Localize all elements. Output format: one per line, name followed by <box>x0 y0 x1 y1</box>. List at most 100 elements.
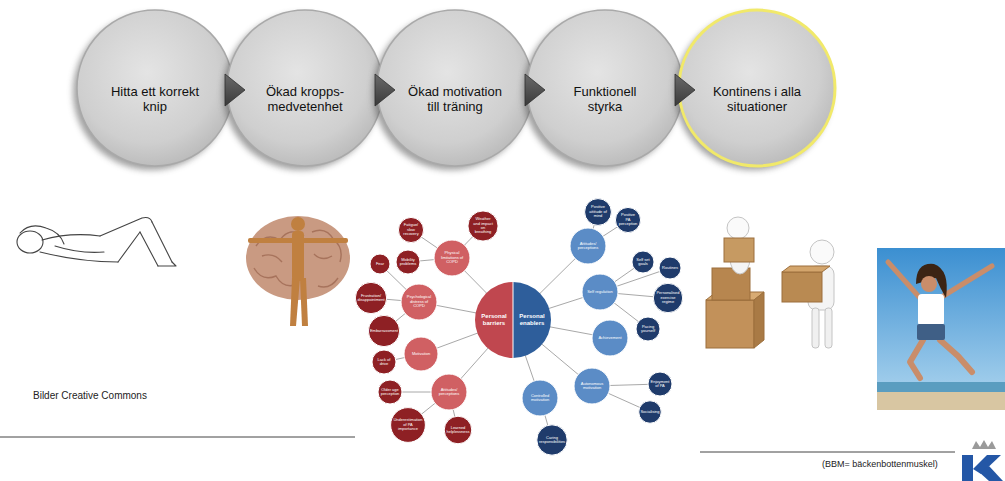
chevron-arrow <box>675 74 695 106</box>
mindmap-label: Older age perception <box>381 388 400 397</box>
hub-label: Personal barriers <box>477 313 511 327</box>
step-text-box: Kontinens i alla situationer <box>708 84 806 114</box>
mindmap-bubble <box>391 408 426 443</box>
mindmap-bubble <box>401 284 437 320</box>
mindmap-label: Achievement <box>596 336 625 340</box>
box-carriers <box>706 217 834 348</box>
hub-right-half <box>513 282 551 358</box>
mindmap-bubble <box>378 380 402 404</box>
step-text-box: Hitta ett korrekt knip <box>106 84 204 114</box>
mindmap-label: Positive PA perception <box>619 213 638 226</box>
mindmap-label: Learned helplessness <box>446 426 470 435</box>
mindmap-label: Fear <box>372 262 388 266</box>
mindmap-bubble <box>570 228 606 264</box>
mindmap-label: Routines <box>661 266 679 270</box>
mindmap-label: Self regulation <box>586 290 615 294</box>
mindmap-label: Positive attitude of mind <box>588 205 609 218</box>
lying-person <box>17 218 176 267</box>
chevron-head <box>375 74 395 106</box>
process-circle: Ökad kropps- medvetenhet <box>225 8 385 168</box>
chevron-arrow <box>375 74 395 106</box>
note-text: (BBM= bäckenbottenmuskel) <box>822 459 938 470</box>
step-text: Funktionell styrka <box>556 84 654 114</box>
circle-body <box>527 10 683 166</box>
mindmap-label: Controlled motivation <box>526 394 555 403</box>
mindmap-label: Caring responsibilities <box>539 436 566 445</box>
note-text: Bilder Creative Commons <box>33 390 147 402</box>
mindmap-bubble <box>574 368 610 404</box>
mindmap-label: Socialising <box>640 410 660 414</box>
mindmap-bubble <box>468 211 498 241</box>
mindmap-label: Psychological distress of COPD <box>405 295 434 308</box>
mindmap-label: Physical limitations of COPD <box>438 251 467 264</box>
step-text: Ökad kropps- medvetenhet <box>256 84 354 114</box>
circle-body <box>77 10 233 166</box>
mindmap-bubble <box>431 374 467 410</box>
mindmap-bubble <box>648 372 672 396</box>
mindmap-label: Attitudes/ perceptions <box>435 388 464 397</box>
jumping-woman-photo <box>877 248 1005 410</box>
mindmap-label: Attitudes/ perceptions <box>574 242 603 251</box>
mindmap-label: Fatigue/ slow recovery <box>402 223 421 236</box>
mindmap-bubble <box>639 401 661 423</box>
step-text-box: Ökad kropps- medvetenhet <box>256 84 354 114</box>
mindmap-bubble <box>396 250 420 274</box>
hub-label: Personal enablers <box>515 313 549 327</box>
step-text: Kontinens i alla situationer <box>708 84 806 114</box>
mindmap-label: Enjoyment of PA <box>651 380 670 389</box>
mindmap-bubble <box>537 425 567 455</box>
chevron-head <box>675 74 695 106</box>
mindmap-bubble <box>368 315 399 346</box>
hub-left-half <box>475 282 513 358</box>
brain-figure <box>246 216 350 326</box>
step-text: Hitta ett korrekt knip <box>106 84 204 114</box>
chevron-head <box>525 74 545 106</box>
mindmap-bubble <box>632 251 654 273</box>
mindmap-bubble <box>585 199 612 226</box>
mindmap-bubble <box>653 283 682 312</box>
process-circle: Funktionell styrka <box>525 8 685 168</box>
mindmap-bubble <box>404 337 438 371</box>
mindmap-label: Underestimation of PA importance <box>393 418 423 431</box>
circle-body <box>679 10 835 166</box>
chevron-head <box>225 74 245 106</box>
process-circle: Hitta ett korrekt knip <box>75 8 235 168</box>
mindmap-label: Pacing yourself <box>639 325 658 334</box>
mindmap-bubble <box>636 317 660 341</box>
step-text-box: Funktionell styrka <box>556 84 654 114</box>
step-text: Ökad motivation till träning <box>406 84 504 114</box>
mindmap-label: Frustration/ disappointment <box>357 294 385 303</box>
mindmap-bubble <box>370 254 390 274</box>
mindmap-bubble <box>615 207 640 232</box>
process-circle: Ökad motivation till träning <box>375 8 535 168</box>
mindmap-bubble <box>522 380 558 416</box>
chevron-arrow <box>525 74 545 106</box>
logo <box>962 440 1003 481</box>
rule-right <box>700 452 955 453</box>
mindmap-bubble <box>659 257 681 279</box>
mindmap-label: Personalised exercise regime <box>656 291 680 304</box>
mindmap-label: Autonomous motivation <box>578 382 607 391</box>
mindmap-label: Self set goals <box>634 258 652 267</box>
circle-body <box>227 10 383 166</box>
mindmap-bubble <box>582 274 618 310</box>
mindmap-bubble <box>592 320 628 356</box>
mindmap-label: Lack of drive <box>375 358 394 367</box>
step-text-box: Ökad motivation till träning <box>406 84 504 114</box>
mindmap-bubble <box>398 217 423 242</box>
rule-left <box>0 437 355 438</box>
mindmap-bubble <box>434 240 470 276</box>
mindmap-label: Embarrassment <box>370 329 399 333</box>
mindmap-bubble <box>355 282 386 313</box>
hub-divider <box>513 282 514 358</box>
circle-body <box>377 10 533 166</box>
mindmap-bubble <box>444 416 472 444</box>
mindmap-bubble <box>372 350 396 374</box>
chevron-arrow <box>225 74 245 106</box>
mindmap-label: Motivation <box>408 352 435 356</box>
process-circle: Kontinens i alla situationer <box>677 8 837 168</box>
mindmap-label: Mobility problems <box>399 258 418 267</box>
mindmap-label: Weather and impact on breathing <box>472 217 494 235</box>
